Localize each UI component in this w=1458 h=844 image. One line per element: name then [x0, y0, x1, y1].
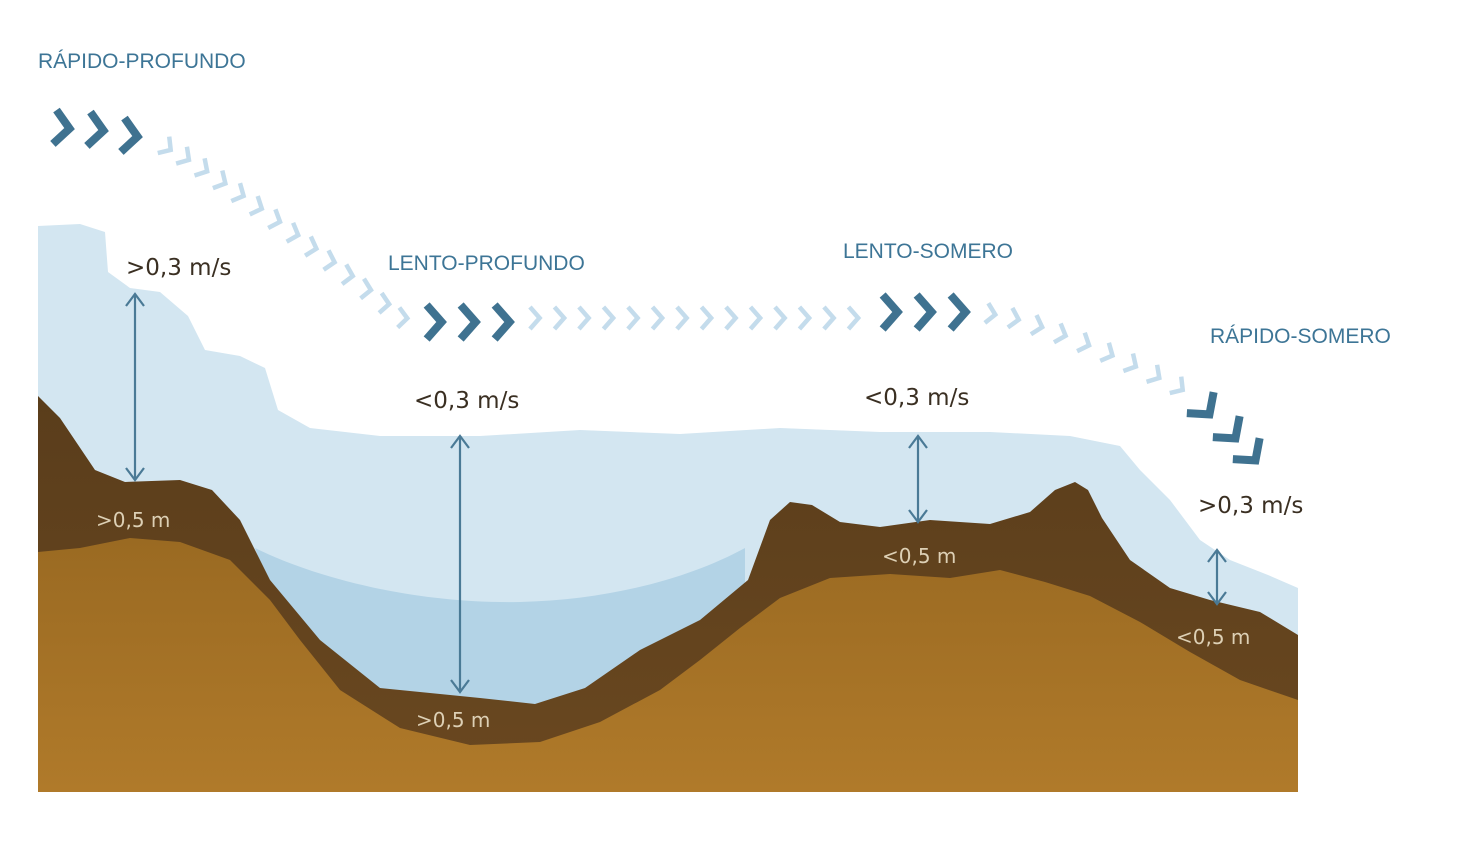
habitat-label-lento-profundo: LENTO-PROFUNDO — [388, 252, 585, 275]
flow-chevron-light — [797, 305, 813, 331]
flow-chevron-light — [1052, 322, 1069, 345]
velocity-label-lento-profundo: <0,3 m/s — [414, 388, 519, 414]
velocity-label-lento-somero: <0,3 m/s — [864, 385, 969, 411]
flow-chevron-bold — [1212, 415, 1244, 443]
depth-arrow-rapido-profundo — [125, 292, 145, 482]
flow-chevron-light — [983, 302, 999, 325]
flow-chevron-light — [267, 208, 283, 230]
depth-arrow-lento-somero — [908, 434, 928, 524]
flow-chevron-light — [1122, 353, 1139, 374]
flow-chevron-light — [601, 305, 617, 331]
flow-chevron-bold — [491, 302, 515, 342]
depth-arrow-rapido-somero — [1207, 548, 1227, 606]
flow-chevron-bold — [84, 109, 109, 149]
flow-chevron-light — [396, 306, 411, 330]
flow-chevron-bold — [1232, 437, 1264, 465]
flow-chevron-light — [552, 305, 568, 331]
flow-chevron-bold — [50, 107, 75, 147]
velocity-label-rapido-profundo: >0,3 m/s — [126, 255, 231, 281]
flow-chevron-light — [1099, 342, 1116, 363]
flow-chevron-light — [212, 169, 229, 191]
flow-chevron-light — [157, 136, 174, 156]
flow-chevron-light — [773, 305, 788, 331]
flow-chevron-light — [626, 305, 641, 331]
flow-chevron-bold — [947, 292, 971, 332]
flow-chevron-light — [1006, 306, 1022, 330]
flow-chevron-light — [748, 305, 764, 331]
flow-chevron-light — [822, 305, 837, 331]
flow-chevron-light — [577, 305, 592, 331]
flow-chevron-light — [322, 249, 338, 272]
depth-label-rapido-profundo: >0,5 m — [96, 508, 170, 532]
flow-chevrons — [50, 107, 1264, 465]
depth-label-lento-profundo: >0,5 m — [416, 708, 490, 732]
flow-chevron-light — [724, 305, 739, 331]
flow-chevron-light — [1029, 314, 1046, 337]
depth-label-rapido-somero: <0,5 m — [1176, 625, 1250, 649]
flow-chevron-light — [193, 157, 210, 178]
flow-chevron-light — [650, 305, 666, 331]
flow-chevron-bold — [457, 302, 481, 342]
flow-chevron-light — [248, 195, 265, 217]
flow-chevron-light — [846, 305, 862, 331]
habitat-label-lento-somero: LENTO-SOMERO — [843, 240, 1013, 263]
depth-arrow-lento-profundo — [450, 434, 470, 694]
riverbed-light-soil — [38, 538, 1298, 792]
flow-chevron-light — [1076, 331, 1092, 354]
habitat-label-rapido-profundo: RÁPIDO-PROFUNDO — [38, 50, 246, 73]
flow-chevron-light — [675, 305, 690, 331]
flow-chevron-bold — [423, 302, 447, 342]
flow-chevron-bold — [1186, 391, 1218, 419]
flow-chevron-light — [175, 146, 192, 166]
flow-chevron-light — [1169, 376, 1186, 396]
habitat-label-rapido-somero: RÁPIDO-SOMERO — [1210, 325, 1391, 348]
flow-chevron-light — [699, 305, 715, 331]
velocity-label-rapido-somero: >0,3 m/s — [1198, 493, 1303, 519]
flow-chevron-bold — [118, 115, 143, 155]
flow-chevron-light — [303, 235, 320, 258]
flow-chevron-light — [359, 277, 374, 301]
flow-chevron-bold — [913, 292, 937, 332]
flow-chevron-light — [1145, 364, 1162, 384]
flow-chevron-light — [340, 263, 356, 286]
flow-chevron-bold — [879, 292, 903, 332]
flow-chevron-light — [377, 291, 393, 315]
flow-chevron-light — [528, 305, 543, 331]
flow-chevron-light — [285, 221, 302, 244]
depth-label-lento-somero: <0,5 m — [882, 544, 956, 568]
flow-chevron-light — [230, 182, 247, 204]
